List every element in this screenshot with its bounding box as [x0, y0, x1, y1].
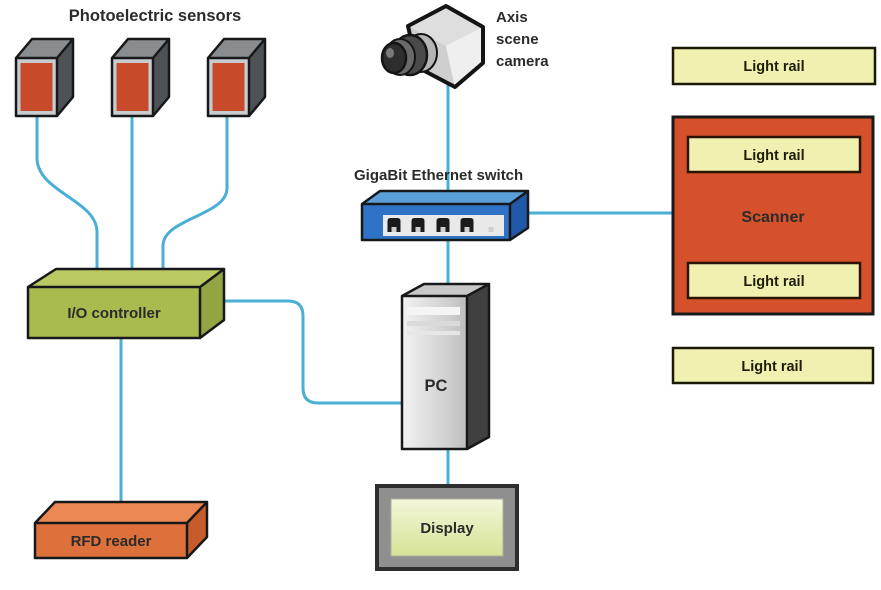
ethernet-port-icon	[488, 227, 494, 232]
scanner-unit: Light rail Scanner Light rail	[671, 115, 875, 316]
scanner-label: Scanner	[741, 209, 804, 226]
line-controller-to-pc	[216, 299, 406, 405]
ethernet-port-icon	[460, 218, 474, 232]
rfd-label: RFD reader	[71, 533, 152, 550]
ethernet-port-icon	[387, 218, 401, 232]
display-monitor: Display	[375, 484, 519, 571]
sensor-side-face	[153, 39, 169, 116]
switch-label: GigaBit Ethernet switch	[354, 167, 523, 184]
display-screen	[390, 498, 504, 557]
switch-side-face	[510, 191, 528, 240]
svg-text:Axis: Axis	[496, 9, 528, 26]
io-controller: I/O controller	[26, 267, 226, 340]
sensor-lens-window	[116, 63, 149, 111]
line-sensor3-to-controller	[161, 112, 229, 272]
sensor-top-face	[112, 39, 169, 58]
switch-top-face	[362, 191, 528, 204]
pc-drive-bay	[407, 307, 460, 315]
sensors-title: Photoelectric sensors	[69, 7, 241, 25]
pc-label: PC	[425, 377, 448, 395]
light-rail-label: Light rail	[743, 148, 804, 164]
scanner-light-rail-top	[686, 135, 862, 174]
controller-front-face	[28, 287, 200, 338]
controller-side-face	[200, 269, 224, 338]
ethernet-switch	[360, 189, 530, 242]
controller-label: I/O controller	[67, 305, 161, 322]
pc-front-face	[402, 296, 467, 449]
camera-top-face	[408, 6, 483, 46]
camera-front-face	[446, 27, 483, 87]
photoelectric-sensor-2	[110, 37, 171, 118]
pc-drive-bay	[407, 321, 460, 326]
light-rail-label: Light rail	[741, 359, 802, 375]
light-rail-label: Light rail	[743, 59, 804, 75]
ethernet-port-icon	[411, 218, 425, 232]
pc-tower: PC	[400, 282, 491, 451]
camera-label: Axis scene camera	[496, 9, 549, 70]
sensor-top-face	[16, 39, 73, 58]
pc-side-face	[467, 284, 489, 449]
ethernet-port-icon	[436, 218, 450, 232]
camera-lens-icon	[380, 33, 438, 77]
rfd-reader: RFD reader	[33, 500, 209, 560]
svg-text:camera: camera	[496, 53, 549, 70]
switch-ports	[387, 218, 494, 232]
line-sensor1-to-controller	[35, 112, 99, 272]
sensor-top-face	[208, 39, 265, 58]
controller-top-face	[28, 269, 224, 287]
pc-drive-bay	[407, 331, 460, 335]
pc-top-face	[402, 284, 489, 296]
sensor-side-face	[57, 39, 73, 116]
light-rail-top: Light rail	[671, 46, 877, 86]
light-rail-bottom: Light rail	[671, 346, 875, 385]
light-rail-box	[671, 46, 877, 86]
rfd-top-face	[35, 502, 207, 523]
connection-lines	[35, 82, 674, 506]
scanner-light-rail-bottom	[686, 261, 862, 300]
display-label: Display	[420, 520, 474, 537]
light-rail-box	[671, 346, 875, 385]
sensor-lens-window	[212, 63, 245, 111]
photoelectric-sensor-3	[206, 37, 267, 118]
rfd-front-face	[35, 523, 187, 558]
rfd-side-face	[187, 502, 207, 558]
sensor-side-face	[249, 39, 265, 116]
axis-scene-camera: Axis scene camera	[380, 4, 549, 89]
light-rail-label: Light rail	[743, 274, 804, 290]
svg-text:scene: scene	[496, 31, 539, 48]
sensor-lens-window	[20, 63, 53, 111]
photoelectric-sensor-1	[14, 37, 75, 118]
